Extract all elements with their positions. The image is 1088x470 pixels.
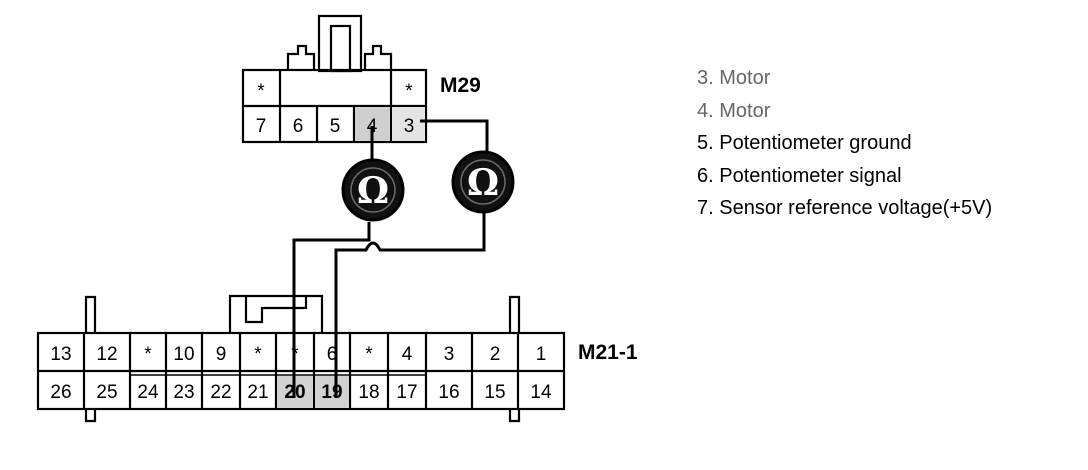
m29-pin-label: 3 [404,116,415,137]
m21-top-cell: 2 [490,344,501,365]
legend-item-pin-6: 6. Potentiometer signal [697,164,902,187]
m21-top-cell: 10 [173,344,194,365]
m21-pin-label: 19 [321,382,342,403]
m21-top-cell: 4 [402,344,413,365]
m21-pin-label: 23 [173,382,194,403]
m21-pin-label: 18 [358,382,379,403]
m29-top-cell-3: * [405,81,413,102]
wire-meter-1-to-pin20 [292,222,371,398]
ohmmeter-1-ring [350,167,396,213]
m21-top-cell: * [365,344,373,365]
m21-pin-label: 25 [96,382,117,403]
m21-top-cell: 12 [96,344,117,365]
m21-latch-inner [244,296,308,324]
connector-m29 [241,14,428,144]
m21-1-connector-label: M21-1 [578,341,638,364]
ohm-symbol: Ω [357,170,389,212]
m29-latch-inner [329,24,352,73]
connector-m21-1 [36,294,566,423]
legend-item-pin-5: 5. Potentiometer ground [697,132,912,154]
m21-top-cell: * [291,344,299,365]
legend-item-pin-3: 3. Motor [697,67,771,89]
ohmmeter-2-body [451,150,515,214]
wire-m29-pin3-to-meter-2 [420,119,489,160]
m21-top-cell: 1 [536,344,547,365]
test-leads [292,119,489,398]
m21-top-cell: 6 [327,344,338,365]
m29-connector-label: M29 [440,74,481,97]
wire-meter-2-to-pin19 [334,210,486,398]
m21-top-cell: 13 [50,344,71,365]
m29-latch-outer [317,14,363,73]
m29-top-cell-7: * [257,81,265,102]
ohm-symbol: Ω [467,162,499,204]
m21-top-cell: 3 [444,344,455,365]
ohmmeter-1: Ω [341,158,405,222]
m21-pin-label: 17 [396,382,417,403]
m29-pin-3-shade [392,107,425,141]
m29-pin-label: 5 [330,116,341,137]
ohmmeter-2: Ω [451,150,515,214]
m21-pin-label: 24 [137,382,159,403]
m29-housing-top-right [363,44,393,71]
legend-item-pin-4: 4. Motor [697,99,771,122]
legend-item-pin-7: 7. Sensor reference voltage(+5V) [697,197,993,219]
m29-pin-label: 6 [293,116,304,137]
m21-pin-label: 15 [484,382,505,403]
m21-left-foot [84,409,97,423]
m21-latch [228,294,324,333]
m21-top-cell: 9 [216,344,227,365]
m21-pin-label: 22 [210,382,231,403]
m21-pin-19-shade [315,376,349,408]
m21-pin-label: 16 [438,382,459,403]
m29-housing-top [286,44,316,71]
m21-pin-label: 20 [284,382,305,403]
m21-right-ear [508,295,521,333]
m21-left-ear [84,295,97,333]
m21-pin-label: 14 [530,382,552,403]
m21-pin-label: 21 [247,382,268,403]
m21-pin-label: 26 [50,382,71,403]
pin-legend: 3. Motor 4. Motor 5. Potentiometer groun… [697,62,992,225]
m21-top-cell: * [144,344,152,365]
m29-pin-label: 7 [256,116,267,137]
ohmmeter-2-ring [460,159,506,205]
m21-top-cell: * [254,344,262,365]
ohmmeter-1-body [341,158,405,222]
m21-right-foot [508,409,521,423]
